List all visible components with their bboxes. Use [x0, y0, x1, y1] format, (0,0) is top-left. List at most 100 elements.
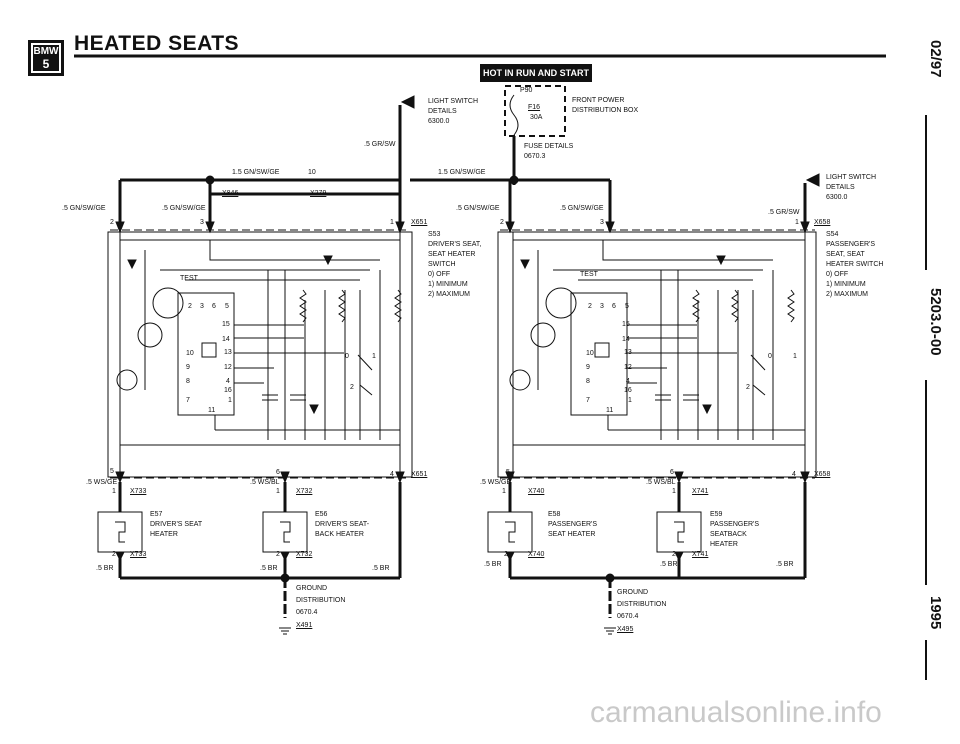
ground-r-line2: DISTRIBUTION [617, 601, 667, 608]
mod-l-p16: 16 [224, 387, 232, 394]
conn-x279: X279 [310, 190, 327, 197]
mod-l-p11: 11 [208, 407, 216, 414]
pin-r2: 2 [500, 219, 504, 226]
mod-r-p14: 14 [622, 336, 630, 343]
mod-l-p14: 14 [222, 336, 230, 343]
s54-line4: 0) OFF [826, 271, 849, 278]
fuse-f16-label: F16 [528, 104, 541, 111]
s53-line2: SEAT HEATER [428, 251, 476, 258]
mod-r-p8: 8 [586, 378, 590, 385]
pin-r1: 1 [795, 219, 799, 226]
conn-x651b: X651 [411, 471, 428, 478]
logo-top: BMW [33, 45, 59, 58]
ground-l-line1: GROUND [296, 585, 328, 592]
pin-l4: 4 [390, 471, 394, 478]
mod-r-p4: 4 [626, 378, 630, 385]
pin-r2c: 2 [672, 551, 676, 558]
conn-x846: X846 [222, 190, 239, 197]
pin-l2b: 2 [112, 551, 116, 558]
wire-ws-bl-r: .5 WS/BL [646, 479, 676, 486]
s54-id: S54 [826, 231, 839, 238]
conn-x740b: X740 [528, 551, 545, 558]
wire-gn-sw-ge-left: .5 GN/SW/GE [62, 205, 106, 212]
light-switch-left-title: LIGHT SWITCH [428, 98, 479, 105]
conn-x732b: X732 [296, 551, 313, 558]
mod-l-p12: 12 [224, 364, 232, 371]
mod-r-sw2: 2 [746, 384, 750, 391]
conn-x741: X741 [692, 488, 709, 495]
wire-br-2: .5 BR [260, 565, 278, 572]
s53-id: S53 [428, 231, 441, 238]
s53-line3: SWITCH [428, 261, 456, 268]
e58-line2: SEAT HEATER [548, 531, 596, 538]
wire-15-gn-sw-ge-b: 1.5 GN/SW/GE [438, 169, 486, 176]
light-switch-right-title: LIGHT SWITCH [826, 174, 877, 181]
mod-l-p6: 6 [212, 303, 216, 310]
pin-r3: 3 [600, 219, 604, 226]
conn-x732: X732 [296, 488, 313, 495]
mod-l-p9: 9 [186, 364, 190, 371]
wire-ws-bl-l: .5 WS/BL [250, 479, 280, 486]
e59-line1: PASSENGER'S [710, 521, 760, 528]
side-date: 02/97 [927, 40, 944, 78]
mod-l-p5: 5 [225, 303, 229, 310]
mod-r-p2: 2 [588, 303, 592, 310]
pin-l3: 3 [200, 219, 204, 226]
wire-gn-sw-ge-mid: .5 GN/SW/GE [456, 205, 500, 212]
pin-l2: 2 [110, 219, 114, 226]
wire-gn-sw-ge-mid2: .5 GN/SW/GE [560, 205, 604, 212]
conn-x740: X740 [528, 488, 545, 495]
conn-x741b: X741 [692, 551, 709, 558]
e57-id: E57 [150, 511, 163, 518]
hot-in-run-label: HOT IN RUN AND START [480, 64, 592, 82]
light-switch-right-code: 6300.0 [826, 194, 848, 201]
mod-r-p10: 10 [586, 350, 594, 357]
wire-10: 10 [308, 169, 316, 176]
e56-line2: BACK HEATER [315, 531, 364, 538]
pin-l5: 5 [110, 468, 114, 475]
mod-r-p16: 16 [624, 387, 632, 394]
wire-gn-sw-ge-left2: .5 GN/SW/GE [162, 205, 206, 212]
p90-label: P90 [520, 87, 533, 94]
e57-line1: DRIVER'S SEAT [150, 521, 203, 528]
wire-15-gn-sw-ge: 1.5 GN/SW/GE [232, 169, 280, 176]
mod-l-sw1: 1 [372, 353, 376, 360]
e59-line2: SEATBACK [710, 531, 747, 538]
s53-line4: 0) OFF [428, 271, 451, 278]
mod-r-p1: 1 [628, 397, 632, 404]
mod-l-p13: 13 [224, 349, 232, 356]
pin-r6: 6 [670, 469, 674, 476]
s54-line5: 1) MINIMUM [826, 281, 866, 288]
page-title: HEATED SEATS [74, 32, 240, 55]
mod-r-p15: 15 [622, 321, 630, 328]
mod-l-p3: 3 [200, 303, 204, 310]
mod-l-p15: 15 [222, 321, 230, 328]
mod-r-p13: 13 [624, 349, 632, 356]
mod-r-sw1: 1 [793, 353, 797, 360]
mod-l-p1: 1 [228, 397, 232, 404]
fuse-details-code: 0670.3 [524, 153, 546, 160]
pin-r4: 4 [792, 471, 796, 478]
s54-line6: 2) MAXIMUM [826, 291, 868, 298]
e59-id: E59 [710, 511, 723, 518]
mod-r-p5: 5 [625, 303, 629, 310]
conn-x733b: X733 [130, 551, 147, 558]
footer-watermark: carmanualsonline.info [590, 696, 882, 729]
wire-br-4: .5 BR [484, 561, 502, 568]
front-power-label: FRONT POWER [572, 97, 625, 104]
s53-line5: 1) MINIMUM [428, 281, 468, 288]
mod-r-p11: 11 [606, 407, 614, 414]
conn-x491: X491 [296, 622, 313, 629]
bmw-5-logo: BMW 5 [28, 40, 64, 76]
mod-l-p2: 2 [188, 303, 192, 310]
mod-r-p6: 6 [612, 303, 616, 310]
mod-r-p7: 7 [586, 397, 590, 404]
e59-line3: HEATER [710, 541, 738, 548]
mod-r-p9: 9 [586, 364, 590, 371]
conn-x733: X733 [130, 488, 147, 495]
wire-br-5: .5 BR [660, 561, 678, 568]
pin-r1b: 1 [502, 488, 506, 495]
ground-r-line1: GROUND [617, 589, 649, 596]
mod-l-p8: 8 [186, 378, 190, 385]
pin-l6: 6 [276, 469, 280, 476]
